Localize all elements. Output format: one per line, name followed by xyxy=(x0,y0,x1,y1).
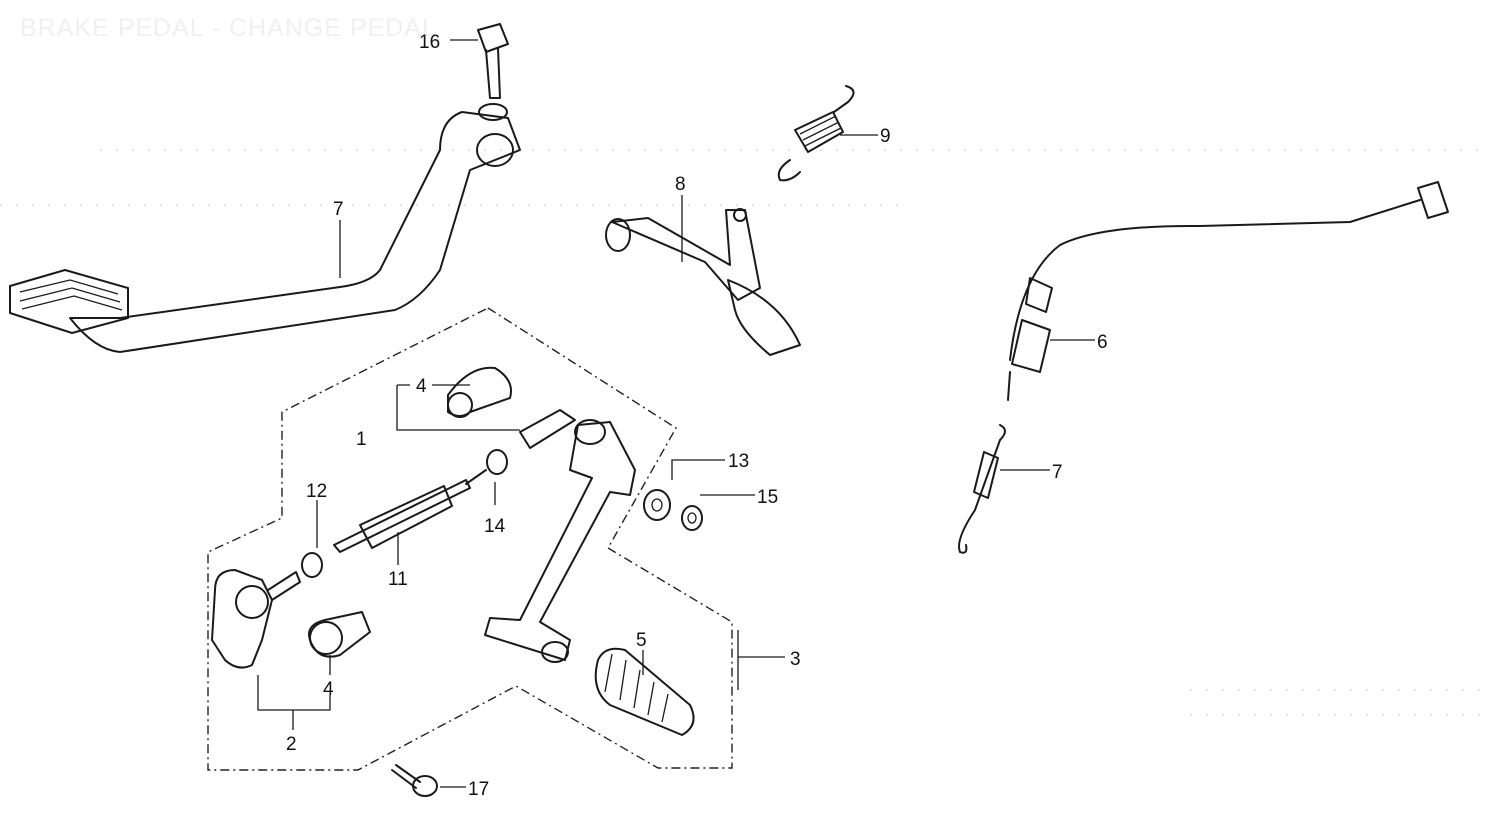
callout-15: 15 xyxy=(757,487,778,508)
scan-noise xyxy=(0,149,1490,716)
rod-joints-part-4 xyxy=(308,366,576,658)
callout-3: 3 xyxy=(790,649,801,670)
callout-11: 11 xyxy=(388,569,408,590)
shift-arm-part-2 xyxy=(211,569,301,669)
callout-labels: 16 9 8 7 6 7 4 1 13 15 12 14 11 4 2 5 3 … xyxy=(286,32,1108,800)
callout-17: 16 xyxy=(419,32,440,53)
change-pedal-part-3 xyxy=(484,419,636,663)
callout-7: 7 xyxy=(1052,462,1063,483)
brake-shaft-part-9 xyxy=(605,208,801,356)
callout-4-bottom: 4 xyxy=(323,679,334,700)
callout-13: 13 xyxy=(728,451,749,472)
callout-10: 9 xyxy=(880,126,891,147)
brake-pedal xyxy=(9,103,521,353)
diagram-title: BRAKE PEDAL - CHANGE PEDAL xyxy=(20,14,437,42)
tie-rod-part-11 xyxy=(333,469,487,553)
callout-6: 6 xyxy=(1097,332,1108,353)
callout-4-top: 4 xyxy=(416,376,427,397)
callout-5: 5 xyxy=(636,630,647,651)
callout-9: 8 xyxy=(675,174,686,195)
callout-12: 12 xyxy=(306,481,327,502)
assembly-boundary xyxy=(207,307,733,771)
return-spring-part-10 xyxy=(777,85,855,182)
callout-14: 14 xyxy=(484,516,506,537)
callout-8: 7 xyxy=(333,199,344,220)
pedal-rubber-part-5 xyxy=(594,647,695,736)
bolt-part-16 xyxy=(391,764,438,797)
switch-spring-part-7 xyxy=(958,424,1006,554)
washers xyxy=(301,449,703,578)
brake-switch-cable-part-6 xyxy=(1007,181,1449,401)
callout-1: 1 xyxy=(356,429,367,450)
leader-lines xyxy=(257,39,1095,788)
callout-16: 17 xyxy=(468,779,489,800)
bolt-part-17 xyxy=(477,23,509,99)
callout-2: 2 xyxy=(286,734,297,755)
